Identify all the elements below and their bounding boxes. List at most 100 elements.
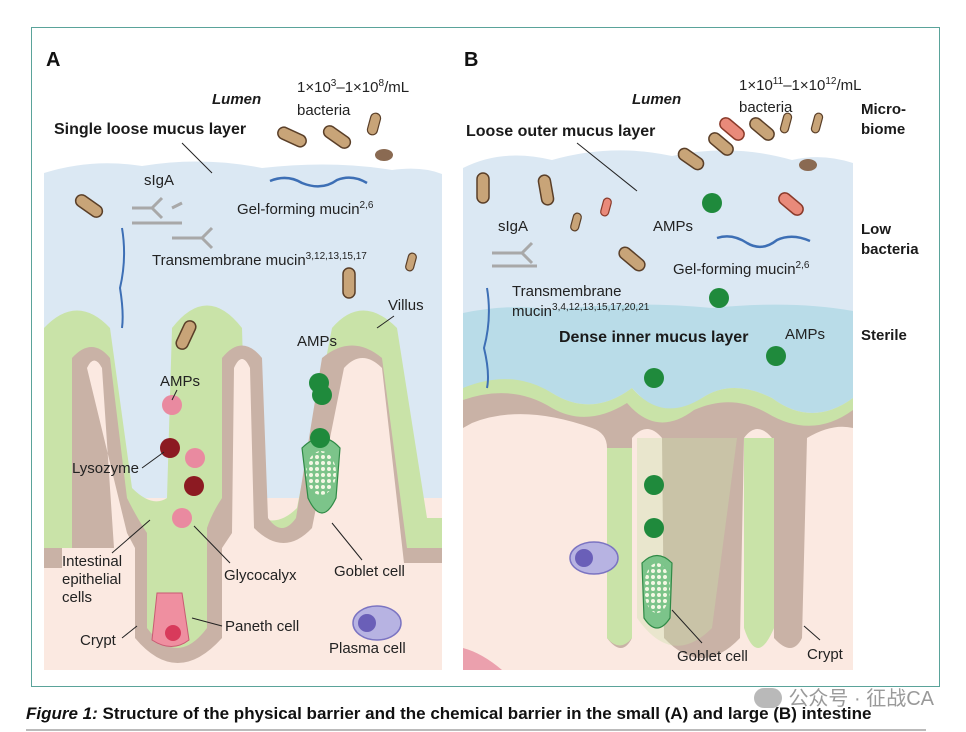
bacteria-word-a: bacteria xyxy=(297,102,351,119)
bacterium-b11 xyxy=(810,112,824,134)
side-label-sterile: Sterile xyxy=(861,327,907,344)
lamina-core-a xyxy=(44,358,442,670)
amp-b-1 xyxy=(702,193,722,213)
crypt-label-b: Crypt xyxy=(807,646,844,663)
goblet-label-b: Goblet cell xyxy=(677,648,748,665)
bacterium-b8 xyxy=(719,117,745,141)
paneth-nucleus xyxy=(165,625,181,641)
siga-label-a: sIgA xyxy=(144,172,174,189)
bacterium-b1 xyxy=(476,172,490,204)
side-label-low-2: bacteria xyxy=(861,241,919,258)
bacterium-b2 xyxy=(537,174,555,206)
bacterium-a5 xyxy=(74,194,104,218)
bacterium-a3 xyxy=(366,112,382,136)
bacterium-a6 xyxy=(342,267,356,299)
bacterium-a1 xyxy=(277,126,307,148)
goblet-label-a: Goblet cell xyxy=(334,563,405,580)
amp-pink-1 xyxy=(162,395,182,415)
bacterium-b13 xyxy=(799,159,817,171)
amp-pink-3 xyxy=(172,508,192,528)
figure-panel: A Lumen 1×103–1×108/mL bacteria Single l… xyxy=(31,27,940,687)
intestinal-label-2: epithelial xyxy=(62,571,121,588)
panel-a-letter: A xyxy=(46,49,60,71)
villus-label: Villus xyxy=(388,297,424,314)
plasma-label-a: Plasma cell xyxy=(329,640,406,657)
outer-mucus-pointer xyxy=(576,142,638,192)
amp-b-5 xyxy=(644,475,664,495)
goblet-granules-a xyxy=(306,451,336,495)
side-label-low-1: Low xyxy=(861,221,891,238)
lysozyme-dot-2 xyxy=(184,476,204,496)
caption-text: Structure of the physical barrier and th… xyxy=(97,704,872,723)
bacterium-b9 xyxy=(749,117,775,141)
figure-caption: Figure 1: Structure of the physical barr… xyxy=(26,704,872,724)
intestinal-pointer xyxy=(111,519,151,554)
gel-mucin-label-a: Gel-forming mucin2,6 xyxy=(237,200,374,218)
amps-pointer-a xyxy=(171,389,178,401)
lysozyme-pointer xyxy=(141,451,165,469)
caption-continuation xyxy=(26,726,940,732)
bacterium-b5 xyxy=(618,246,646,272)
amps-label-a-left: AMPs xyxy=(160,373,200,390)
siga-label-b: sIgA xyxy=(498,218,528,235)
bacterium-b6 xyxy=(677,147,705,171)
mucus-pointer-a xyxy=(181,142,213,174)
amps-label-b-inner: AMPs xyxy=(785,326,825,343)
panel-b: B Lumen 1×1011–1×1012/mL bacteria Loose … xyxy=(463,49,861,670)
intestinal-label-3: cells xyxy=(62,589,92,606)
side-label-microbiome-2: biome xyxy=(861,121,905,138)
paneth-label: Paneth cell xyxy=(225,618,299,635)
transmembrane-label-b2: mucin3,4,12,13,15,17,20,21 xyxy=(512,302,650,320)
inner-mucus-b xyxy=(463,304,853,413)
lysozyme-dot-1 xyxy=(160,438,180,458)
siga-shape-a xyxy=(132,196,183,225)
intestinal-label-1: Intestinal xyxy=(62,553,122,570)
amps-label-b-top: AMPs xyxy=(653,218,693,235)
gel-mucin-strand-a xyxy=(269,176,368,188)
amps-label-a-right: AMPs xyxy=(297,333,337,350)
amp-b-4 xyxy=(766,346,786,366)
villus-pointer xyxy=(376,315,395,329)
amp-b-6 xyxy=(644,518,664,538)
crypt-wall-b1 xyxy=(607,448,632,646)
bacteria-word-b: bacteria xyxy=(739,99,793,116)
transmembrane-mucin-b xyxy=(482,287,490,389)
glycocalyx-pointer xyxy=(193,525,231,564)
amp-b-3 xyxy=(644,368,664,388)
transmembrane-label-a: Transmembrane mucin3,12,13,15,17 xyxy=(152,251,367,269)
watermark-text: 公众号 · 征战CA xyxy=(788,688,934,710)
plasma-nucleus-b xyxy=(575,549,593,567)
side-label-microbiome-1: Micro- xyxy=(861,101,906,118)
bacteria-count-b: 1×1011–1×1012/mL xyxy=(739,76,861,94)
bacteria-count-a: 1×103–1×108/mL xyxy=(297,78,409,96)
mucus-layer-label-a: Single loose mucus layer xyxy=(54,121,246,138)
bacterium-b10 xyxy=(779,112,793,134)
transmembrane-mucin-a xyxy=(118,227,126,329)
bacterium-a8 xyxy=(175,320,197,350)
goblet-pointer-a xyxy=(331,522,363,561)
crypt-pointer-b xyxy=(803,625,821,641)
intestine-diagram: A Lumen 1×103–1×108/mL bacteria Single l… xyxy=(44,49,919,670)
bacterium-b3 xyxy=(570,212,582,232)
inner-mucus-label: Dense inner mucus layer xyxy=(559,329,748,346)
bacterium-b12 xyxy=(778,192,804,216)
siga-shape-a2 xyxy=(172,226,214,250)
plasma-nucleus-a xyxy=(358,614,376,632)
crypt-pointer-a xyxy=(121,625,138,639)
bacterium-a2 xyxy=(322,125,352,149)
bacterium-a4 xyxy=(375,149,393,161)
paneth-pointer xyxy=(191,617,223,627)
caption-prefix: Figure 1: xyxy=(26,704,98,723)
lumen-label-a: Lumen xyxy=(212,91,261,108)
lumen-label-b: Lumen xyxy=(632,91,681,108)
siga-shape-b xyxy=(492,241,537,268)
gel-mucin-label-b: Gel-forming mucin2,6 xyxy=(673,260,810,278)
bacterium-b4 xyxy=(600,197,612,217)
gel-mucin-strand-b xyxy=(716,235,811,249)
goblet-pointer-b xyxy=(671,609,703,644)
amp-pink-2 xyxy=(185,448,205,468)
glycocalyx-label: Glycocalyx xyxy=(224,567,297,584)
bacterium-b7 xyxy=(708,132,734,156)
crypt-label-a: Crypt xyxy=(80,632,117,649)
amp-green-3 xyxy=(310,428,330,448)
